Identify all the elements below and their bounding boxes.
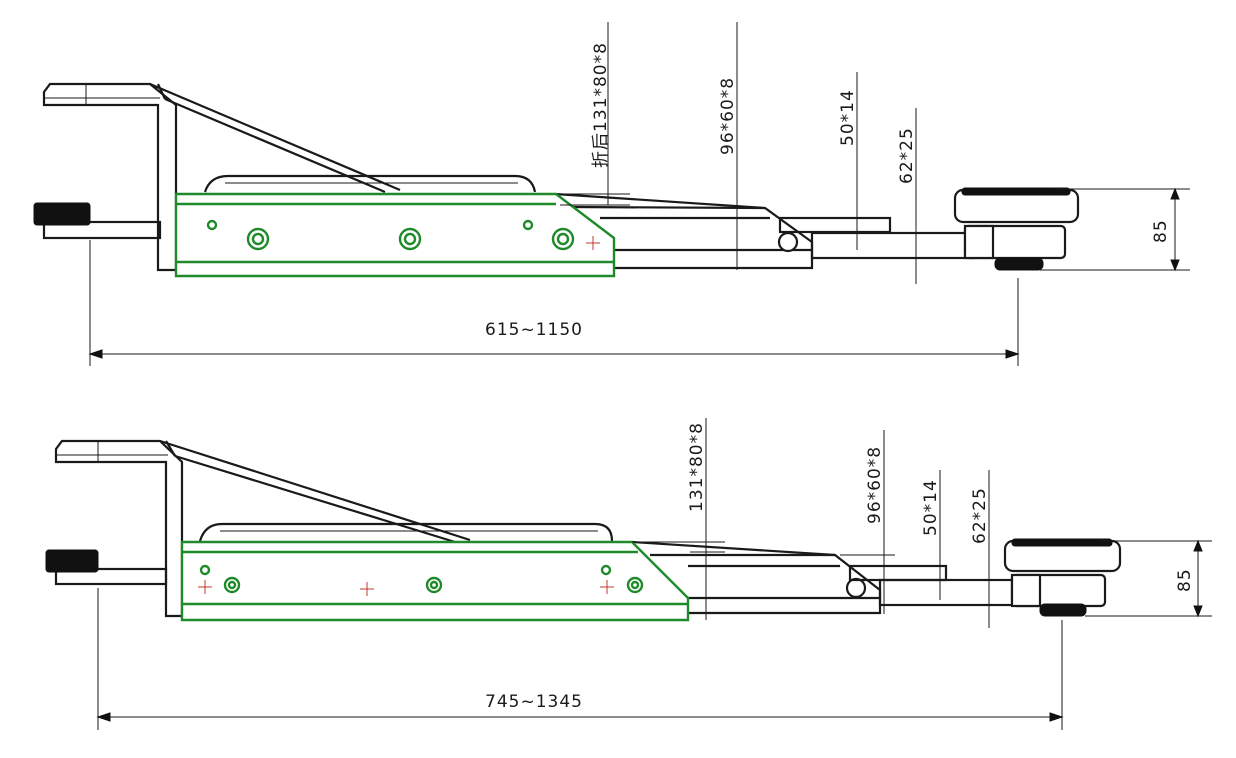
bottom-hole-3-inner <box>630 580 640 590</box>
bottom-label-section1: 131*80*8 <box>687 422 707 512</box>
bottom-dim-section1 <box>632 418 725 620</box>
top-left-stub <box>42 220 162 240</box>
top-label-section4: 62*25 <box>897 127 917 184</box>
bottom-diagonal-strut <box>159 439 471 544</box>
bottom-bracket-plate <box>54 439 184 618</box>
bottom-hole-3 <box>626 576 644 594</box>
bottom-center-mark-2 <box>360 582 374 596</box>
top-green-profile <box>174 192 616 278</box>
top-assembly: 折后131*80*8 96*60*8 50*14 62*25 85 615~11… <box>33 22 1190 366</box>
top-center-mark <box>586 236 600 250</box>
top-hole-2-inner <box>403 232 417 246</box>
bottom-dim-section2 <box>840 430 895 614</box>
bottom-left-stub <box>54 567 168 586</box>
bottom-slide-tube <box>878 578 1022 607</box>
top-hole-1 <box>246 227 270 251</box>
bottom-hole-small-1 <box>199 564 211 576</box>
top-hole-1-inner <box>251 232 265 246</box>
bottom-hole-2-inner <box>429 580 439 590</box>
top-label-section1: 折后131*80*8 <box>591 42 611 168</box>
bottom-label-section2: 96*60*8 <box>865 446 885 524</box>
bottom-center-mark-1 <box>198 580 212 594</box>
top-hole-small-2 <box>522 219 534 231</box>
top-bracket-plate <box>42 82 178 272</box>
top-rail <box>203 174 537 193</box>
top-dim-length <box>88 240 1020 366</box>
top-dim-section2 <box>730 22 760 270</box>
bottom-hole-2 <box>425 576 443 594</box>
bottom-rail <box>198 522 614 542</box>
top-dim-height <box>1040 187 1190 272</box>
bottom-hole-1-inner <box>227 580 237 590</box>
bottom-pivot-pin <box>845 577 867 599</box>
bottom-hole-small-2 <box>600 564 612 576</box>
top-slide-tube <box>810 231 974 260</box>
bottom-label-section4: 62*25 <box>970 487 990 544</box>
bottom-dim-height <box>1085 539 1212 618</box>
top-hole-small-1 <box>206 219 218 231</box>
top-hole-3 <box>551 227 575 251</box>
bottom-caster <box>1003 538 1122 617</box>
bottom-assembly: 131*80*8 96*60*8 50*14 62*25 85 745~1345 <box>45 418 1212 730</box>
top-label-length: 615~1150 <box>485 320 583 340</box>
bottom-center-mark-3 <box>600 580 614 594</box>
top-hole-2 <box>398 227 422 251</box>
top-caster <box>953 187 1080 271</box>
top-hole-3-inner <box>556 232 570 246</box>
top-stop-block <box>33 202 91 226</box>
bottom-label-section3: 50*14 <box>921 479 941 536</box>
top-label-section2: 96*60*8 <box>718 77 738 155</box>
top-pivot-pin <box>777 231 799 253</box>
bottom-stop-block <box>45 549 99 573</box>
top-dim-section1 <box>560 22 630 206</box>
bottom-label-length: 745~1345 <box>485 692 583 712</box>
bottom-label-height: 85 <box>1175 568 1195 592</box>
bottom-hole-1 <box>223 576 241 594</box>
top-outer-arm-l1 <box>569 205 766 210</box>
top-label-height: 85 <box>1151 219 1171 243</box>
top-label-section3: 50*14 <box>838 89 858 146</box>
bottom-dim-length <box>96 588 1064 730</box>
